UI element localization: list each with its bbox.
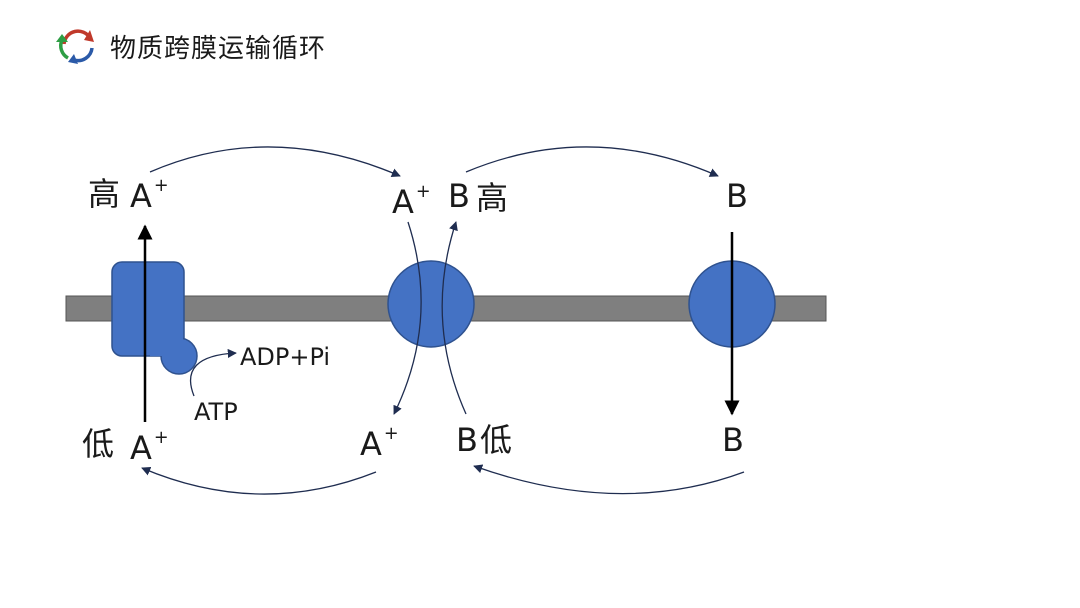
label-low-left: 低 [82,425,115,463]
b-uphill-path [441,221,467,415]
arc-b-top [465,146,719,177]
arc-a-top [149,146,401,177]
label-a-top-left: A+ [130,176,169,215]
cotransport-protein [387,260,475,348]
label-a-top-mid: A+ [392,182,431,221]
title-bar: 物质跨膜运输循环 [56,26,326,66]
label-adp-pi: ADP+Pi [240,343,331,371]
label-a-bottom-left: A+ [130,428,169,467]
label-b-bottom-right: B [722,421,744,459]
a-downhill-path [393,221,422,415]
atp-pump-protein [111,261,198,375]
atp-hydrolysis-arrow [189,348,237,397]
label-high-mid: 高 [476,179,509,217]
label-b-bottom-mid: B [456,421,478,459]
label-b-top-right: B [726,177,748,215]
arc-b-bottom [473,464,745,495]
recycle-arrows-icon [56,29,94,64]
label-low-mid: 低 [480,421,513,459]
label-b-top-mid: B [448,177,470,215]
label-high-left: 高 [88,175,121,213]
label-a-bottom-mid: A+ [360,424,399,463]
arc-a-bottom [141,467,377,495]
page-title: 物质跨膜运输循环 [110,33,327,64]
label-atp: ATP [194,398,238,426]
